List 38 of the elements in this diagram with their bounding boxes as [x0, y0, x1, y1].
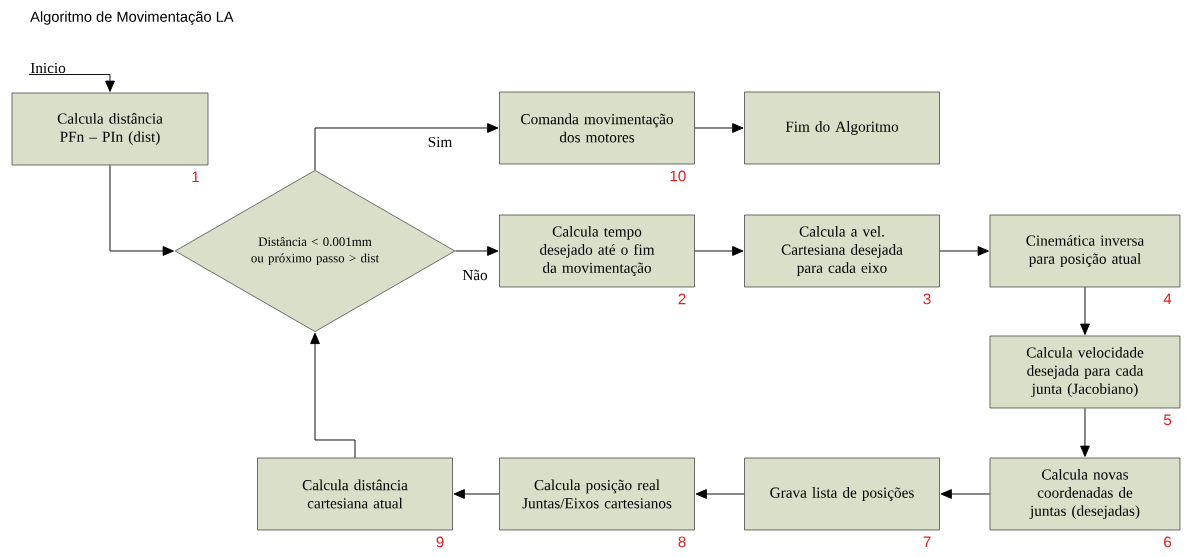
arrow	[109, 164, 174, 256]
step-number: 5	[1163, 414, 1172, 426]
process-box: Calcula velocidade desejada para cada junta (Jacobiano)	[989, 335, 1181, 409]
process-box: Calcula a vel. Cartesiana desejada para cada eixo	[744, 214, 940, 288]
step-number: 2	[678, 293, 686, 305]
start-label: Inicio	[30, 62, 66, 74]
process-box: Grava lista de posições	[744, 457, 940, 531]
arrow	[695, 489, 745, 499]
arrow	[694, 123, 744, 133]
edge-label: Não	[462, 269, 488, 281]
arrow	[1080, 407, 1090, 457]
step-number: 8	[678, 536, 686, 548]
step-number: 3	[923, 293, 931, 305]
arrow	[694, 246, 744, 256]
process-box: Calcula posição real Juntas/Eixos cartesianos	[499, 457, 695, 531]
arrow	[314, 123, 499, 171]
title: Algoritmo de Movimentação LA	[30, 11, 234, 25]
process-box: Calcula distância cartesiana atual	[257, 457, 453, 531]
step-number: 9	[436, 536, 444, 548]
arrow	[1080, 286, 1090, 335]
arrow	[453, 489, 500, 499]
arrow	[28, 74, 115, 92]
step-number: 6	[1164, 536, 1172, 548]
process-box: Calcula novas coordenadas de juntas (desejadas)	[989, 457, 1181, 531]
step-number: 1	[192, 171, 200, 183]
step-number: 7	[923, 536, 931, 548]
process-box: Comanda movimentação dos motores	[499, 91, 695, 165]
edge-label: Sim	[428, 136, 453, 148]
step-number: 10	[670, 170, 686, 182]
process-box: Cinemática inversa para posição atual	[989, 214, 1181, 288]
process-box: Fim do Algoritmo	[744, 91, 940, 165]
arrow	[939, 246, 989, 256]
process-box: Calcula distância PFn – PIn (dist)	[11, 92, 209, 166]
arrow	[940, 489, 991, 499]
process-box: Calcula tempo desejado até o fim da movimentação	[499, 214, 695, 288]
step-number: 4	[1163, 293, 1172, 305]
arrow	[454, 246, 499, 256]
arrow	[310, 332, 356, 459]
